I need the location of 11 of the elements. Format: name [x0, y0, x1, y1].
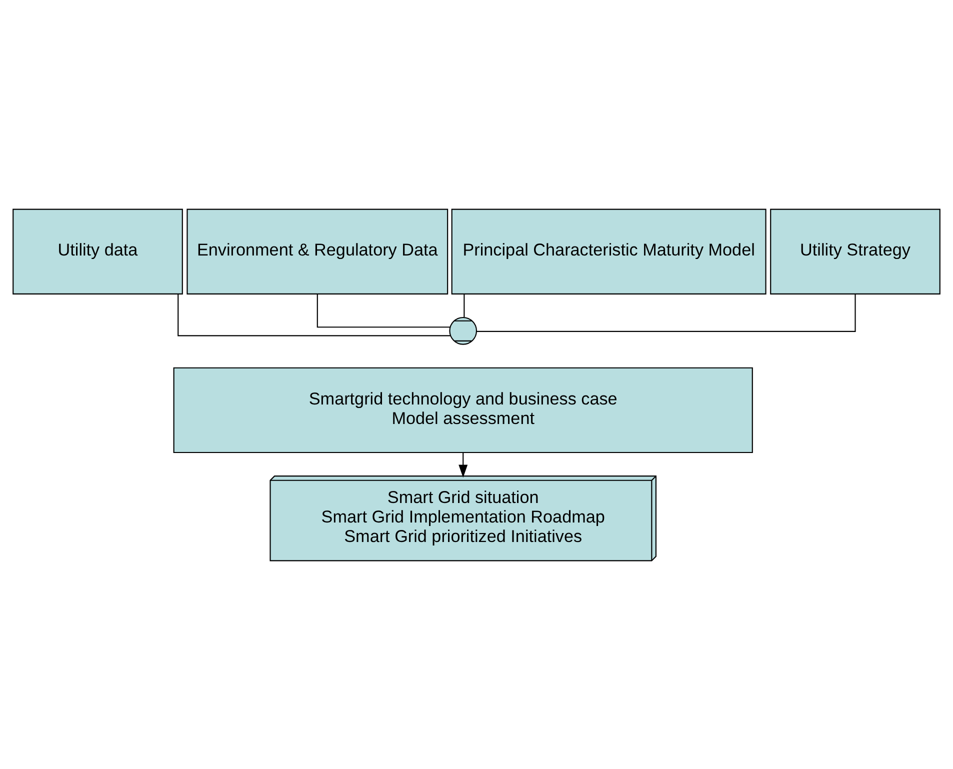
node-box: Utility Strategy	[770, 208, 940, 294]
node-circle	[449, 316, 478, 344]
connector	[178, 294, 450, 336]
connector	[316, 294, 450, 328]
arrow	[458, 452, 468, 478]
node-box: Utility data	[12, 208, 183, 294]
node-box: Principal Characteristic Maturity Model	[451, 208, 766, 294]
connector	[476, 294, 856, 332]
connector	[464, 294, 465, 317]
node-box: Environment & Regulatory Data	[186, 208, 448, 294]
node-box: Smartgrid technology and business case Model assessment	[173, 366, 753, 453]
